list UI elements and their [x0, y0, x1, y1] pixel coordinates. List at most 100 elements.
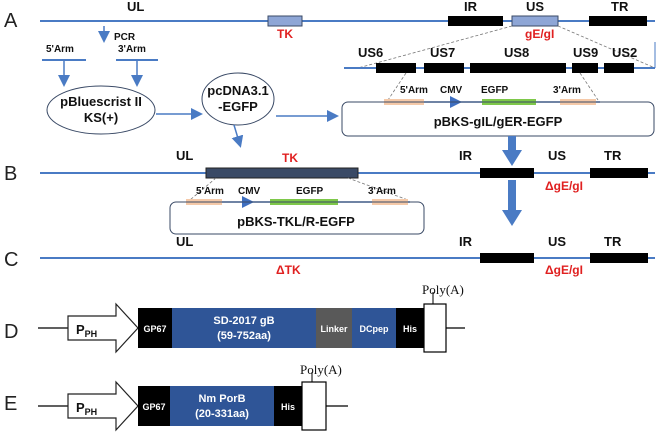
linker-box — [316, 308, 352, 348]
tk-label: TK — [277, 27, 293, 41]
linker-label: Linker — [320, 324, 348, 334]
polya-label-d: Poly(A) — [422, 282, 464, 297]
tr-label: TR — [611, 0, 629, 14]
insert-cmv-label-b: CMV — [238, 186, 261, 197]
gp67-box-e — [138, 386, 170, 426]
pcr-label: PCR — [114, 32, 136, 43]
his-label-d: His — [403, 324, 417, 334]
pcdna-label-1: pcDNA3.1 — [207, 83, 268, 98]
us8-box — [470, 63, 566, 73]
row-c: C UL IR US TR ΔTK ΔgE/gI — [4, 234, 655, 277]
arm3-label: 3'Arm — [118, 44, 146, 55]
tk-label-b: TK — [282, 151, 298, 165]
pcdna-label-2: -EGFP — [218, 99, 258, 114]
plasmid-b-box — [169, 201, 425, 235]
polya-box-e — [301, 381, 327, 431]
promoter-p-d: PPH — [76, 322, 97, 339]
insert-cmv-label: CMV — [440, 85, 463, 96]
tk-box-b — [205, 167, 359, 179]
gene-label-e-1: Nm PorB — [198, 393, 245, 405]
us7-box — [424, 63, 464, 73]
tr-label-b: TR — [604, 148, 622, 163]
us-gene-label: US7 — [430, 45, 455, 60]
to-tk-plasmid-arrow — [231, 124, 244, 148]
polya-label-e: Poly(A) — [300, 362, 342, 377]
gp67-label-d: GP67 — [143, 324, 166, 334]
row-b: B UL TK IR US TR ΔgE/gI 5'Arm CMV EGFP 3… — [4, 148, 655, 235]
gene-box-d — [172, 308, 316, 348]
polya-box-d — [423, 303, 447, 353]
insert-arm3-label-b: 3'Arm — [368, 186, 396, 197]
insert-connector-b-right — [347, 177, 409, 201]
row-e: E PPH GP67 Nm PorB (20-331aa) His Poly(A… — [4, 362, 348, 432]
insert-egfp-label-b: EGFP — [296, 186, 324, 197]
down-arrow-a-to-b — [502, 136, 522, 166]
delta-ge-gi-label-b: ΔgE/gI — [545, 179, 583, 193]
us-label-c: US — [548, 234, 566, 249]
dcpep-box — [352, 308, 396, 348]
ir-region-c — [480, 253, 534, 263]
promoter-arrow-e — [67, 380, 139, 432]
ir-label: IR — [464, 0, 478, 14]
delta-tk-label: ΔTK — [276, 263, 301, 277]
insert-connector-b-left — [189, 177, 217, 201]
us6-box — [376, 63, 416, 73]
insert-arm3-label: 3'Arm — [553, 85, 581, 96]
gene-label-d-2: (59-752aa) — [217, 330, 271, 342]
insert-connector-right — [579, 72, 599, 101]
promoter-arrow-d — [67, 302, 139, 354]
us-label-b: US — [548, 148, 566, 163]
us-label: US — [526, 0, 544, 14]
his-label-e: His — [281, 402, 295, 412]
dcpep-label: DCpep — [360, 324, 390, 334]
pbluescript-ellipse — [46, 85, 156, 135]
row-label-a: A — [4, 10, 18, 32]
row-label-e: E — [4, 393, 17, 415]
ir-region — [448, 16, 503, 26]
insert-connector-left — [387, 72, 407, 101]
pbluescript-label-2: KS(+) — [84, 110, 118, 125]
us-gene-label: US9 — [573, 45, 598, 60]
tr-label-c: TR — [604, 234, 622, 249]
row-d: D PPH GP67 SD-2017 gB (59-752aa) Linker … — [4, 282, 465, 354]
us-gene-label: US6 — [358, 45, 383, 60]
ir-label-b: IR — [459, 148, 473, 163]
his-box-d — [396, 308, 424, 348]
delta-ge-gi-label-c: ΔgE/gI — [545, 263, 583, 277]
insert-arm5-label: 5'Arm — [400, 85, 428, 96]
us-gene-box — [511, 15, 559, 27]
his-box-e — [274, 386, 302, 426]
tk-gene-box — [267, 15, 303, 27]
zoom-line-right — [557, 25, 656, 69]
gene-label-e-2: (20-331aa) — [195, 408, 249, 420]
ge-gi-label: gE/gI — [525, 27, 554, 41]
gp67-label-e: GP67 — [142, 402, 165, 412]
row-label-b: B — [4, 163, 17, 185]
insert-arm5-label-b: 5'Arm — [196, 186, 224, 197]
row-label-d: D — [4, 321, 18, 343]
ul-label-b: UL — [176, 148, 193, 163]
pcdna-ellipse — [201, 72, 275, 126]
zoom-line-left — [357, 25, 513, 69]
insert-egfp-label: EGFP — [481, 85, 509, 96]
tr-region-b — [590, 168, 648, 178]
row-a: A UL IR US TR TK gE/gI PCR 5'Arm 3'Arm p… — [4, 0, 656, 148]
us-gene-label: US2 — [612, 45, 637, 60]
us9-box — [572, 63, 598, 73]
promoter-p-e: PPH — [76, 400, 97, 417]
us-gene-label: US8 — [504, 45, 529, 60]
gene-label-d-1: SD-2017 gB — [213, 315, 274, 327]
ul-label: UL — [127, 0, 144, 14]
ul-label-c: UL — [176, 234, 193, 249]
gp67-box-d — [138, 308, 172, 348]
tr-region — [589, 16, 647, 26]
us-gene-labels: US6 US7 US8 US9 US2 — [358, 45, 637, 60]
down-arrow-b-to-c — [502, 180, 522, 226]
ir-region-b — [480, 168, 534, 178]
row-label-c: C — [4, 249, 18, 271]
us2-box — [604, 63, 634, 73]
pbluescript-label-1: pBluescrist II — [60, 94, 142, 109]
plasmid-b-label: pBKS-TKL/R-EGFP — [237, 214, 355, 229]
plasmid-a-box — [341, 101, 655, 137]
